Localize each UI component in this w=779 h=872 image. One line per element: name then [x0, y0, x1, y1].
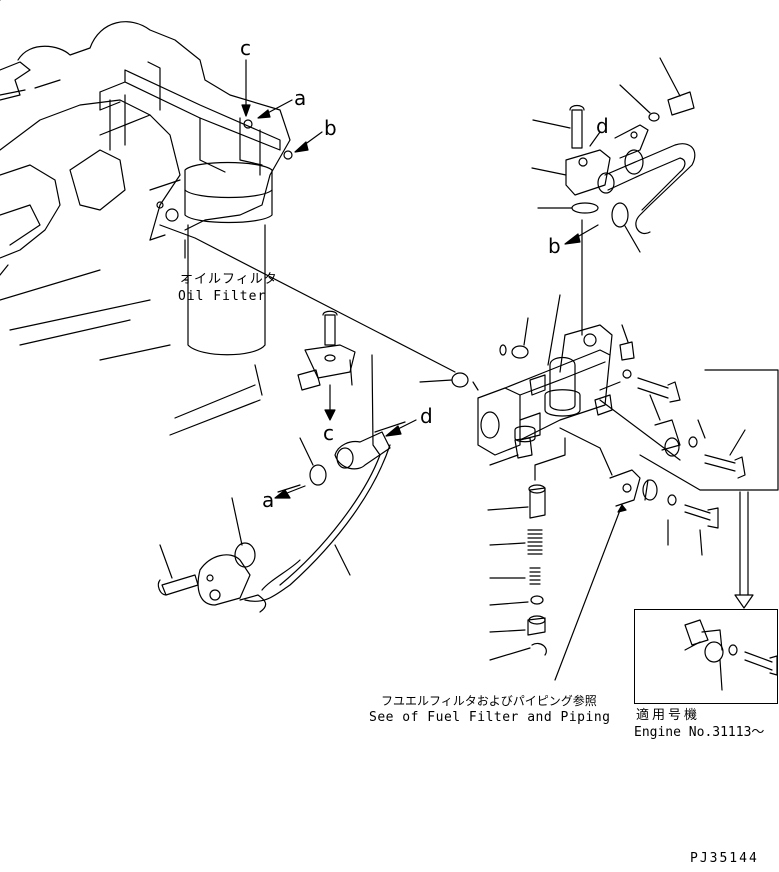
- oil-filter-leader: [159, 224, 456, 373]
- left-pipe-assembly: [157, 310, 406, 613]
- fuel-filter-reference-en: See of Fuel Filter and Piping: [369, 710, 611, 725]
- upper-pipe-assembly: [531, 57, 696, 336]
- callout-a-top: a: [294, 86, 307, 110]
- oil-filter-label-jp: オイルフィルタ: [180, 272, 278, 287]
- inset-arrow: [734, 491, 754, 609]
- block-right-fasteners: [599, 324, 779, 491]
- callout-c-top: c: [240, 36, 251, 60]
- lower-clamp-parts: [554, 427, 719, 681]
- inset-panel: [634, 609, 778, 704]
- oil-filter: [184, 161, 273, 356]
- engine-number-label: Engine No.31113～: [634, 725, 765, 740]
- main-valve-block: [419, 294, 613, 466]
- engine-block: [0, 21, 291, 436]
- callout-b-top: b: [324, 116, 337, 140]
- filter-head-plate: [99, 61, 293, 176]
- callout-b-right: b: [548, 234, 561, 258]
- callout-d-mid: d: [420, 404, 433, 428]
- callout-a-left: a: [262, 488, 275, 512]
- callout-c-mid: c: [323, 421, 334, 445]
- fuel-filter-reference-jp: フユエルフィルタおよびパイピング参照: [381, 694, 597, 708]
- top-callout-arrows: [241, 59, 601, 499]
- drawing-number: PJ35144: [690, 851, 759, 866]
- relief-valve-parts: [487, 437, 566, 661]
- callout-d-right: d: [596, 114, 609, 138]
- oil-filter-label-en: Oil Filter: [178, 289, 267, 304]
- applicable-label: 適用号機: [636, 708, 701, 723]
